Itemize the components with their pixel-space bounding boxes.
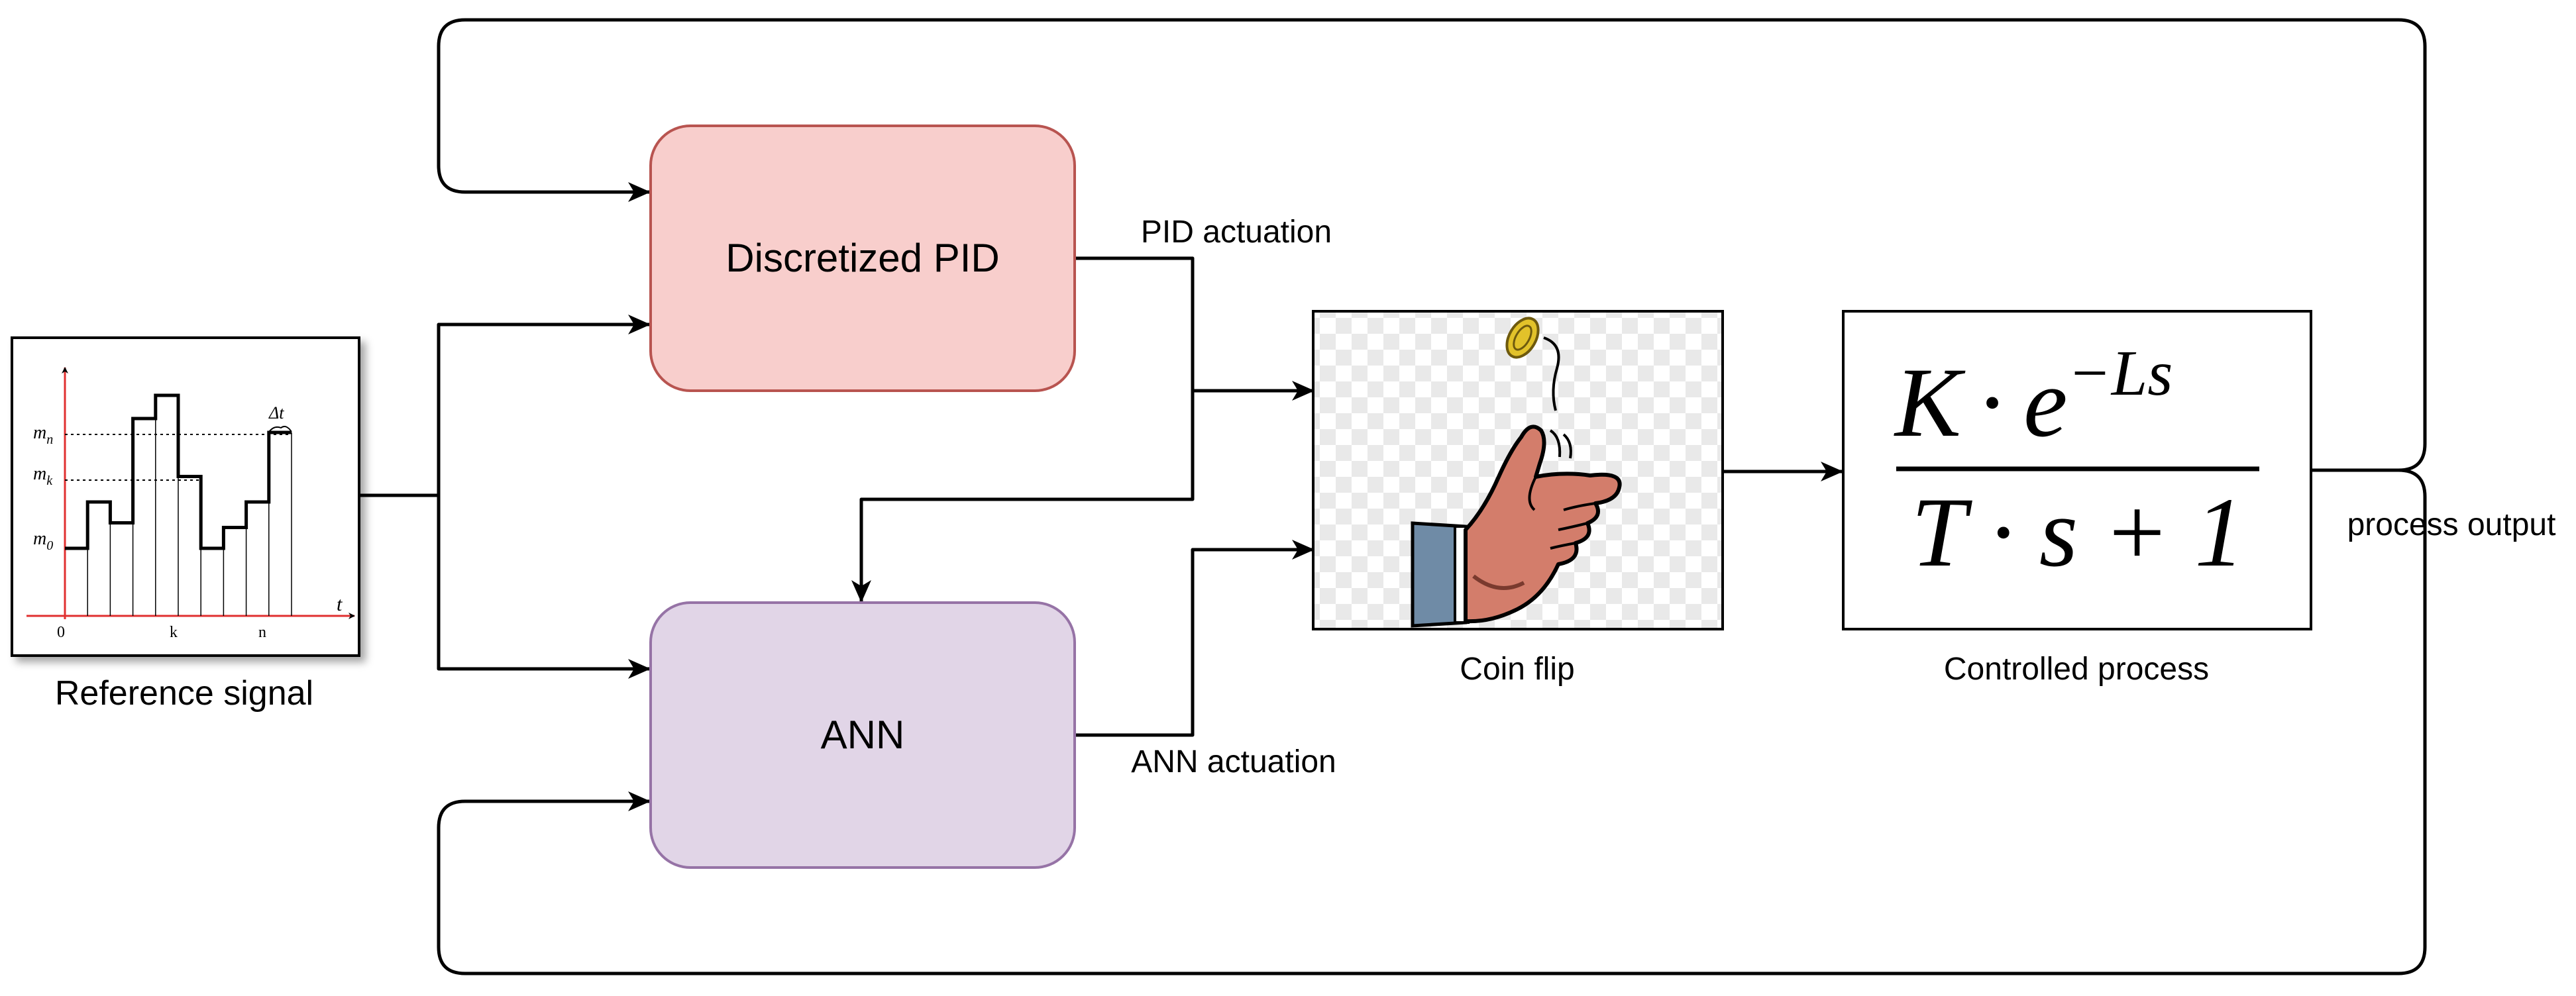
- coin-flip-block: Coin flip: [1312, 310, 1724, 687]
- thumb-flick-hand-icon: [1411, 424, 1622, 628]
- wire-feedback-bottom: [437, 468, 2427, 975]
- plot-label-mk: mk: [33, 464, 53, 488]
- transfer-function: K·e−Ls T · s + 1: [1894, 338, 2259, 587]
- ann-block: ANN: [649, 601, 1076, 869]
- plot-tick-n: n: [258, 624, 266, 641]
- tf-denominator: T · s + 1: [1911, 477, 2245, 587]
- pid-block: Discretized PID: [649, 124, 1076, 392]
- wires: [358, 18, 2427, 975]
- controlled-process-block: K·e−Ls T · s + 1 Controlled process: [1842, 310, 2312, 687]
- plot-label-m0: m0: [33, 528, 53, 553]
- ann-box: [649, 601, 1076, 869]
- wire-reference-to-pid: [437, 315, 651, 495]
- wire-feedback-top: [437, 18, 2427, 472]
- pid-actuation-label: PID actuation: [1141, 215, 1332, 250]
- plot-tick-0: 0: [57, 624, 65, 641]
- coin-icon: [1505, 317, 1560, 411]
- plot-staircase: [65, 393, 292, 550]
- coin-flip-label: Coin flip: [1460, 652, 1574, 687]
- plot-label-mn: mn: [33, 423, 53, 447]
- plot-tick-k: k: [170, 624, 178, 641]
- wire-pid-to-ann: [851, 391, 1195, 603]
- wire-ann-actuation: [1075, 540, 1315, 737]
- pid-box: [649, 124, 1076, 392]
- ann-label: ANN: [821, 713, 905, 757]
- wire-pid-actuation: [1075, 256, 1315, 401]
- ann-actuation-label: ANN actuation: [1131, 744, 1336, 779]
- tf-numerator: K·e−Ls: [1894, 338, 2173, 458]
- plot-label-t: t: [337, 593, 343, 615]
- reference-signal-label: Reference signal: [55, 674, 313, 713]
- plot-label-delta-t: Δt: [268, 403, 284, 423]
- pid-label: Discretized PID: [725, 236, 999, 280]
- reference-signal-block: mn mk m0 t Δt 0 k n Reference signal: [11, 336, 360, 713]
- reference-signal-frame: [11, 336, 360, 657]
- process-output-label: process output: [2347, 507, 2556, 542]
- plot-delta-t-brace: [268, 426, 292, 432]
- controlled-process-label: Controlled process: [1944, 652, 2209, 687]
- reference-signal-plot: mn mk m0 t Δt 0 k n: [27, 367, 355, 641]
- wire-reference-to-ann: [437, 495, 651, 679]
